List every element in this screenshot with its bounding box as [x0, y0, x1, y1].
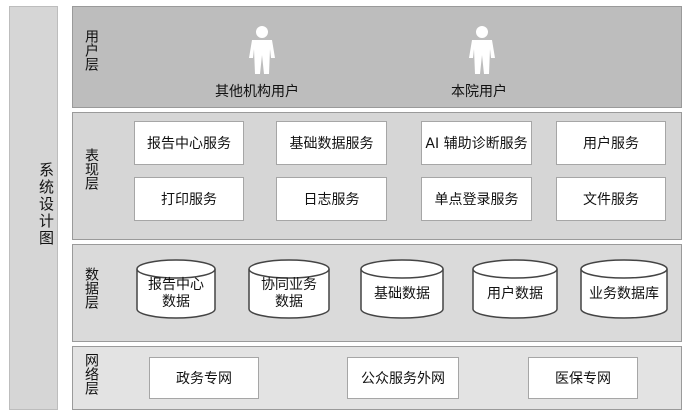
database-cylinder-icon: 基础数据: [360, 259, 444, 319]
data-store-label: 用户数据: [487, 285, 543, 302]
network-layer-label: 网络层: [83, 353, 99, 395]
database-cylinder-icon: 协同业务数据: [248, 259, 330, 319]
network-box: 公众服务外网: [347, 357, 459, 399]
database-cylinder-icon: 业务数据库: [580, 259, 668, 319]
data-layer-label: 数据层: [83, 267, 99, 309]
architecture-diagram: 用户层 其他机构用户 本院用户 表现层 报告中心服务 基础数据服务 AI 辅助诊…: [64, 6, 686, 410]
service-box: 单点登录服务: [421, 177, 532, 221]
presentation-layer-label: 表现层: [83, 148, 99, 190]
data-layer: 数据层 报告中心数据 协同业务数据: [72, 244, 682, 342]
data-store-label: 协同业务数据: [261, 277, 317, 310]
database-cylinder-icon: 报告中心数据: [136, 259, 216, 319]
service-box: 报告中心服务: [134, 121, 244, 165]
other-institution-user-label: 其他机构用户: [215, 84, 299, 100]
user-layer-label: 用户层: [83, 29, 99, 71]
service-box: 日志服务: [276, 177, 387, 221]
system-design-label: 系统设计图: [37, 162, 55, 247]
data-store-label: 报告中心数据: [148, 277, 204, 310]
person-icon: [462, 25, 502, 75]
data-store-label: 基础数据: [374, 285, 430, 302]
database-cylinder-icon: 用户数据: [472, 259, 558, 319]
hospital-user-label: 本院用户: [451, 84, 507, 100]
network-box: 政务专网: [149, 357, 259, 399]
network-layer: 网络层 政务专网 公众服务外网 医保专网: [72, 346, 682, 410]
service-box: 文件服务: [556, 177, 666, 221]
presentation-layer: 表现层 报告中心服务 基础数据服务 AI 辅助诊断服务 用户服务 打印服务 日志…: [72, 112, 682, 240]
network-box: 医保专网: [528, 357, 638, 399]
service-box: 打印服务: [134, 177, 244, 221]
person-icon: [242, 25, 282, 75]
data-store-label: 业务数据库: [589, 285, 659, 302]
service-box: 基础数据服务: [276, 121, 387, 165]
service-box: 用户服务: [556, 121, 666, 165]
service-box: AI 辅助诊断服务: [421, 121, 532, 165]
user-layer: 用户层 其他机构用户 本院用户: [72, 6, 682, 108]
system-design-sidebar: 系统设计图: [9, 6, 58, 410]
